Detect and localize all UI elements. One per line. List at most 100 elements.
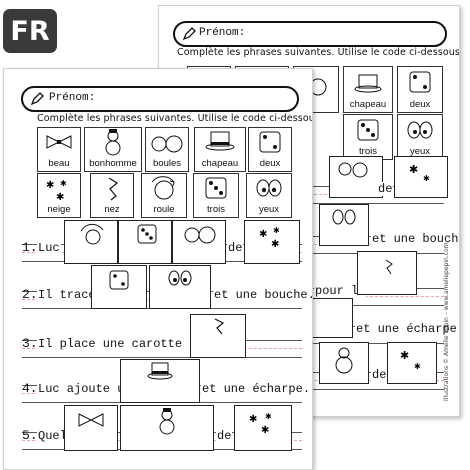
sentence-number: 2.: [22, 287, 38, 302]
card-eyes: yeux: [397, 114, 443, 160]
fragment-de: de: [377, 182, 394, 196]
svg-text:✱: ✱: [60, 179, 67, 188]
bowtie-icon: [46, 135, 72, 149]
svg-text:✱: ✱: [400, 349, 409, 362]
snowman-icon: [335, 347, 353, 374]
answer-box: [357, 251, 417, 295]
word-deux: deux: [259, 158, 281, 169]
carrot-nose-icon: [385, 259, 393, 275]
svg-text:✱: ✱: [414, 362, 421, 371]
svg-text:✱: ✱: [271, 239, 279, 250]
snowflakes-icon: ✱✱: [400, 349, 421, 371]
die-two-icon: [109, 270, 129, 290]
card-roule: roule: [141, 173, 187, 218]
carrot-nose-icon: [214, 318, 225, 335]
pencil-icon: [30, 92, 44, 106]
eyes-icon: [168, 270, 192, 286]
sentence-number: 3.: [22, 336, 38, 351]
eyes-icon: [407, 121, 433, 139]
sentence-mid: de: [216, 429, 233, 443]
bowtie-icon: [78, 413, 104, 427]
answer-box-yeux: [149, 265, 211, 309]
answer-box-bonhomme: [120, 405, 214, 451]
snowballs-icon: [184, 226, 216, 244]
word-bonhomme: bonhomme: [89, 158, 137, 169]
name-field: Prénom:: [173, 21, 447, 47]
sentence-start: Luc ajoute un: [37, 382, 133, 396]
answer-box-nez: [190, 314, 246, 358]
die-three-icon: [205, 177, 227, 199]
instruction-text: Complète les phrases suivantes. Utilise …: [177, 47, 460, 58]
snowflakes-icon: ✱ ✱ ✱: [249, 412, 272, 436]
card-two: deux: [397, 66, 443, 113]
word-yeux: yeux: [258, 204, 280, 215]
answer-box-chapeau: [120, 359, 200, 403]
answer-box: ✱✱: [394, 156, 448, 198]
answer-box: [319, 204, 369, 246]
card-yeux: yeux: [246, 173, 292, 218]
eyes-icon: [332, 209, 356, 225]
word-trois: trois: [359, 146, 377, 157]
sentence-start: Il place une carotte pour le: [37, 337, 241, 351]
top-hat-icon: [354, 74, 382, 93]
sentence-start: Quel: [37, 429, 68, 443]
word-nez: nez: [104, 204, 120, 215]
answer-box-deux: [91, 265, 147, 309]
sentence-start: Il trace: [37, 288, 97, 302]
sentence-mid: de: [227, 241, 244, 255]
card-beau: beau: [37, 127, 81, 172]
word-boules: boules: [153, 158, 181, 169]
card-hat: chapeau: [343, 66, 393, 113]
word-trois: trois: [207, 204, 225, 215]
sentence-number: 5.: [22, 428, 38, 443]
word-deux: deux: [409, 99, 431, 110]
snowballs-icon: [151, 135, 183, 153]
rolling-ball-icon: [151, 176, 175, 200]
die-two-icon: [409, 71, 431, 93]
pencil-icon: [182, 27, 196, 41]
sentence-number: 1.: [22, 240, 38, 255]
language-badge: FR: [3, 9, 57, 53]
word-neige: neige: [47, 204, 71, 215]
snowflakes-icon: ✱ ✱ ✱: [259, 226, 280, 250]
card-boules: boules: [145, 127, 189, 172]
card-three: trois: [343, 114, 393, 160]
svg-text:✱: ✱: [46, 180, 54, 191]
svg-text:✱: ✱: [265, 412, 272, 421]
answer-box-neige: ✱ ✱ ✱: [244, 220, 300, 264]
answer-box-beau: [64, 405, 118, 451]
instruction-text: Complète les phrases suivantes. Utilise …: [37, 113, 313, 124]
credit-text: Illustrations © Amélie Pepin – www.ameli…: [443, 242, 450, 401]
fragment-echarpe: et une écharpe.: [355, 322, 459, 336]
word-roule: roule: [153, 204, 175, 215]
svg-text:✱: ✱: [273, 226, 280, 235]
word-beau: beau: [48, 158, 70, 169]
answer-box: [309, 298, 353, 338]
sentence-end: et une bouche.: [213, 288, 312, 302]
word-chapeau: chapeau: [201, 158, 239, 169]
sentence-start: Luc: [37, 241, 61, 255]
svg-text:✱: ✱: [259, 229, 267, 240]
die-three-icon: [137, 224, 157, 244]
carrot-nose-icon: [108, 177, 119, 201]
card-nez: nez: [90, 173, 134, 218]
fragment-de: de: [371, 368, 388, 382]
name-label: Prénom:: [199, 27, 246, 39]
svg-text:✱: ✱: [56, 192, 64, 203]
card-neige: ✱✱✱ neige: [37, 173, 81, 218]
front-worksheet: Prénom: Complète les phrases suivantes. …: [3, 68, 313, 470]
word-yeux: yeux: [409, 146, 431, 157]
answer-box-neige: ✱ ✱ ✱: [234, 405, 292, 451]
sentence-number: 4.: [22, 381, 38, 396]
eyes-icon: [256, 179, 282, 197]
svg-text:✱: ✱: [423, 174, 430, 183]
snowman-icon: [159, 408, 175, 435]
card-deux: deux: [248, 127, 292, 172]
snowflakes-icon: ✱✱: [409, 163, 430, 183]
svg-text:✱: ✱: [249, 414, 257, 425]
card-chapeau: chapeau: [194, 127, 246, 172]
card-trois: trois: [193, 173, 239, 218]
fragment-bouche: et une bouche.: [371, 232, 459, 246]
svg-text:✱: ✱: [261, 425, 269, 436]
answer-box: [329, 156, 383, 198]
